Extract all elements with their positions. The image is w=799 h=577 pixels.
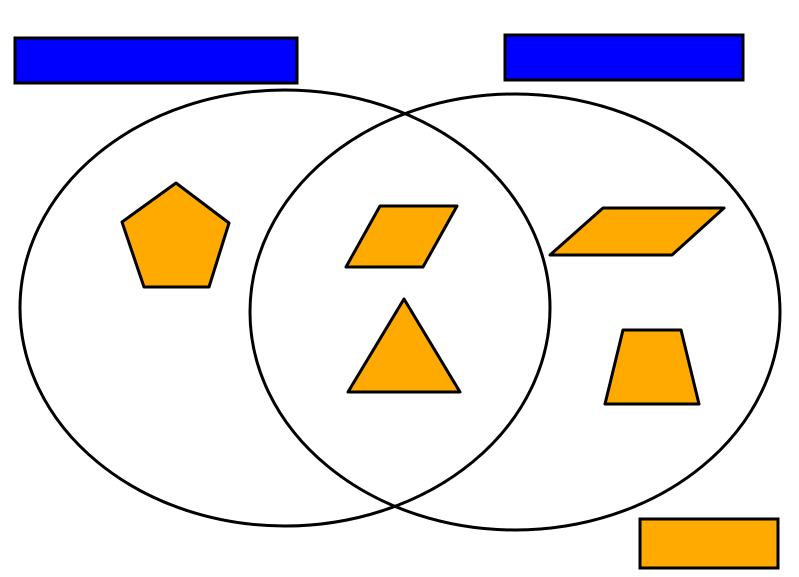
rectangle-shape[interactable] — [638, 517, 780, 570]
right-set-label-box[interactable] — [503, 33, 745, 82]
triangle-shape[interactable] — [346, 297, 462, 394]
parallelogram-shape[interactable] — [548, 206, 726, 257]
pentagon-shape[interactable] — [120, 181, 231, 289]
left-set-ellipse — [18, 88, 552, 528]
left-set-label-box[interactable] — [13, 36, 299, 85]
right-set-ellipse — [248, 92, 782, 532]
trapezoid-shape[interactable] — [603, 328, 701, 406]
rhombus-shape[interactable] — [344, 204, 459, 269]
